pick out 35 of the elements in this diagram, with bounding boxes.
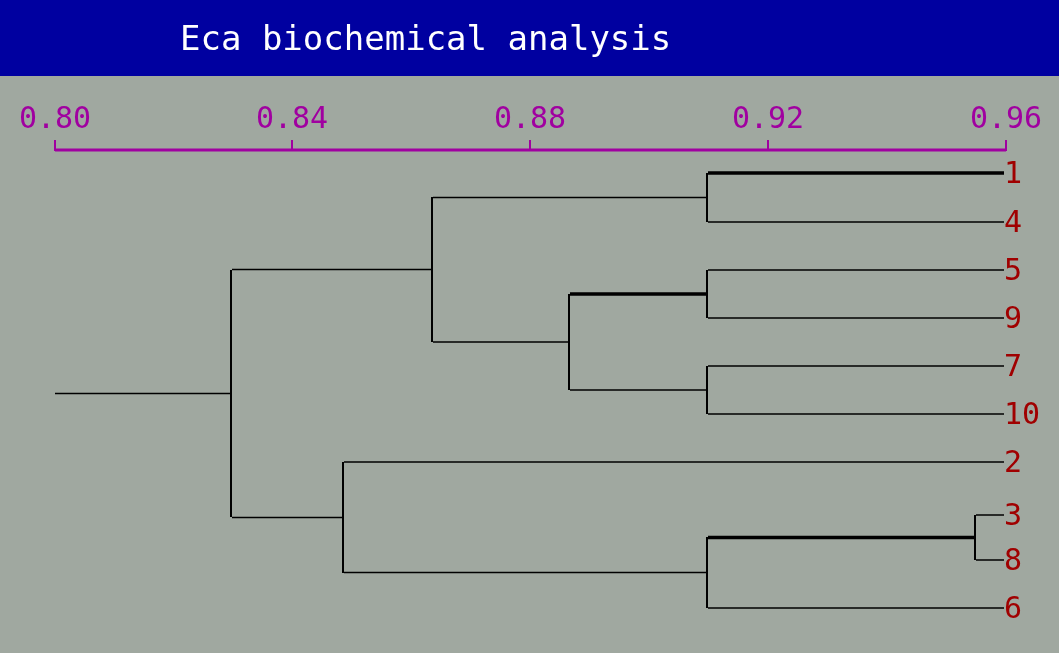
dendrogram-link: [707, 365, 1005, 367]
dendrogram-link: [432, 196, 707, 199]
dendrogram-link: [707, 317, 1005, 319]
dendrogram-link: [569, 389, 707, 391]
dendrogram-link: [432, 341, 569, 343]
leaf-label: 5: [1004, 252, 1023, 288]
leaf-label: 7: [1004, 348, 1023, 384]
axis-tick-label: 0.96: [969, 99, 1043, 137]
leaf-label: 10: [1004, 396, 1041, 432]
dendrogram-link: [707, 221, 1005, 223]
dendrogram-link: [707, 413, 1005, 415]
dendrogram-link: [570, 292, 706, 296]
leaf-label: 6: [1004, 590, 1023, 626]
dendrogram-link: [343, 461, 1005, 463]
dendrogram-link: [708, 171, 1004, 175]
dendrogram-link: [54, 392, 231, 395]
leaf-label: 2: [1004, 444, 1023, 480]
title-bar: Eca biochemical analysis: [0, 0, 1059, 76]
dendrogram-link: [707, 269, 1005, 271]
leaf-label: 1: [1004, 155, 1023, 191]
leaf-label: 8: [1004, 542, 1023, 578]
leaf-label: 9: [1004, 300, 1023, 336]
leaf-label: 4: [1004, 204, 1023, 240]
dendrogram-link: [707, 607, 1005, 609]
dendrogram-link: [708, 535, 974, 540]
axis-tick-label: 0.84: [255, 99, 329, 137]
axis-tick-label: 0.92: [731, 99, 805, 137]
leaf-label: 3: [1004, 497, 1023, 533]
dendrogram-link: [343, 571, 707, 574]
dendrogram-link: [231, 268, 432, 271]
axis-tick-label: 0.88: [493, 99, 567, 137]
dendrogram-link: [231, 516, 343, 519]
dendrogram-link: [975, 559, 1005, 561]
dendrogram-link: [975, 514, 1005, 516]
axis-tick-label: 0.80: [18, 99, 92, 137]
